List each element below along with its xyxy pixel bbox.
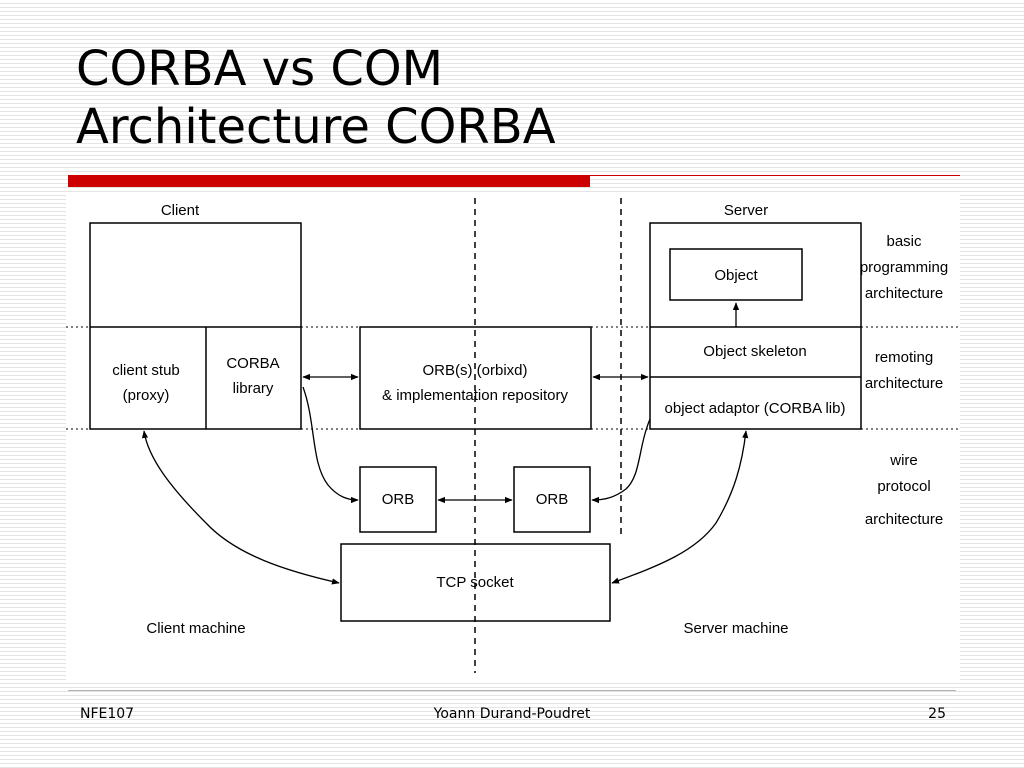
client-box <box>89 222 302 430</box>
arrow-stub-tcp <box>141 430 340 585</box>
client-stub-line-1: client stub <box>112 362 180 379</box>
slide-title: CORBA vs COM Architecture CORBA <box>76 40 556 156</box>
tcp-socket-label: TCP socket <box>436 574 514 591</box>
corba-library-line-2: library <box>233 380 274 397</box>
layer-remoting-line-2: architecture <box>865 375 943 392</box>
footer-page-number: 25 <box>928 706 946 722</box>
corba-architecture-diagram: Client Server client stub (proxy) CORBA … <box>66 193 960 685</box>
layer-wire-line-1: wire <box>889 452 918 469</box>
tcp-socket-box <box>340 543 611 622</box>
layer-basic-line-3: architecture <box>865 285 943 302</box>
object-box <box>669 248 803 301</box>
server-machine-label: Server machine <box>683 620 788 637</box>
footer-course: NFE107 <box>80 706 135 722</box>
layer-basic-line-2: programming <box>860 259 948 276</box>
footer-divider <box>68 690 956 691</box>
orb-repository-box <box>359 326 592 430</box>
orb-right-box <box>513 466 591 533</box>
arrow-adaptor-tcp <box>611 430 749 584</box>
orb-right-label: ORB <box>536 491 569 508</box>
corba-library-line-1: CORBA <box>226 355 279 372</box>
layer-basic-line-1: basic <box>886 233 922 250</box>
slide-title-line-2: Architecture CORBA <box>76 99 556 155</box>
client-label: Client <box>161 202 200 219</box>
client-machine-label: Client machine <box>146 620 245 637</box>
object-label: Object <box>714 267 758 284</box>
orb-repository-line-1: ORB(s) (orbixd) <box>422 362 527 379</box>
title-rule-thin <box>590 175 960 176</box>
object-skeleton-label: Object skeleton <box>703 343 806 360</box>
client-stub-line-2: (proxy) <box>123 387 170 404</box>
layer-remoting-line-1: remoting <box>875 349 933 366</box>
title-rule-red <box>68 175 590 187</box>
footer-author: Yoann Durand-Poudret <box>433 706 591 722</box>
slide-title-line-1: CORBA vs COM <box>76 41 444 97</box>
orb-repository-line-2: & implementation repository <box>382 387 568 404</box>
object-adaptor-label: object adaptor (CORBA lib) <box>665 400 846 417</box>
orb-left-box <box>359 466 437 533</box>
layer-wire-line-2: protocol <box>877 478 930 495</box>
server-label: Server <box>724 202 768 219</box>
server-box <box>649 222 862 430</box>
layer-wire-line-3: architecture <box>865 511 943 528</box>
orb-left-label: ORB <box>382 491 415 508</box>
